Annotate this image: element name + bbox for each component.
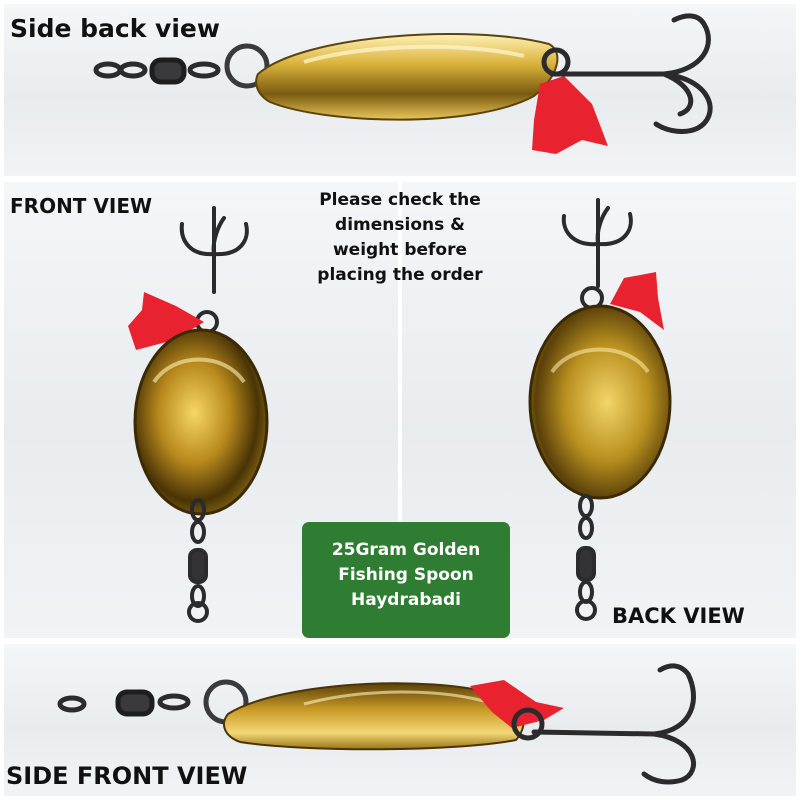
side-front-view-caption: SIDE FRONT VIEW [6, 762, 248, 790]
red-fin [610, 272, 664, 330]
product-line: 25Gram Golden [331, 540, 481, 560]
side-back-view-photo [4, 4, 796, 176]
product-name-badge: 25Gram Golden Fishing Spoon Haydrabadi [302, 522, 510, 638]
order-notice: Please check the dimensions & weight bef… [290, 188, 510, 288]
red-fin [532, 76, 608, 154]
notice-line: dimensions & [335, 215, 465, 235]
swivel [187, 498, 209, 623]
back-view-photo [402, 182, 796, 638]
product-line: Haydrabadi [351, 590, 461, 610]
treble-hook [179, 206, 249, 334]
product-line: Fishing Spoon [338, 565, 474, 585]
notice-line: weight before [332, 240, 468, 260]
swivel [57, 679, 249, 725]
swivel [575, 494, 597, 621]
notice-line: placing the order [317, 265, 483, 285]
back-view-caption: BACK VIEW [612, 604, 745, 628]
spoon-body [528, 304, 672, 500]
front-view-caption: FRONT VIEW [10, 194, 153, 218]
red-fin [128, 292, 204, 350]
side-back-view-caption: Side back view [10, 14, 220, 43]
spoon-body [223, 682, 525, 751]
swivel [93, 43, 270, 89]
notice-line: Please check the [319, 190, 481, 210]
treble-hook [541, 13, 713, 134]
treble-hook [561, 198, 633, 310]
side-front-view-photo [4, 644, 796, 796]
treble-hook [511, 663, 697, 785]
spoon-body [133, 328, 269, 516]
